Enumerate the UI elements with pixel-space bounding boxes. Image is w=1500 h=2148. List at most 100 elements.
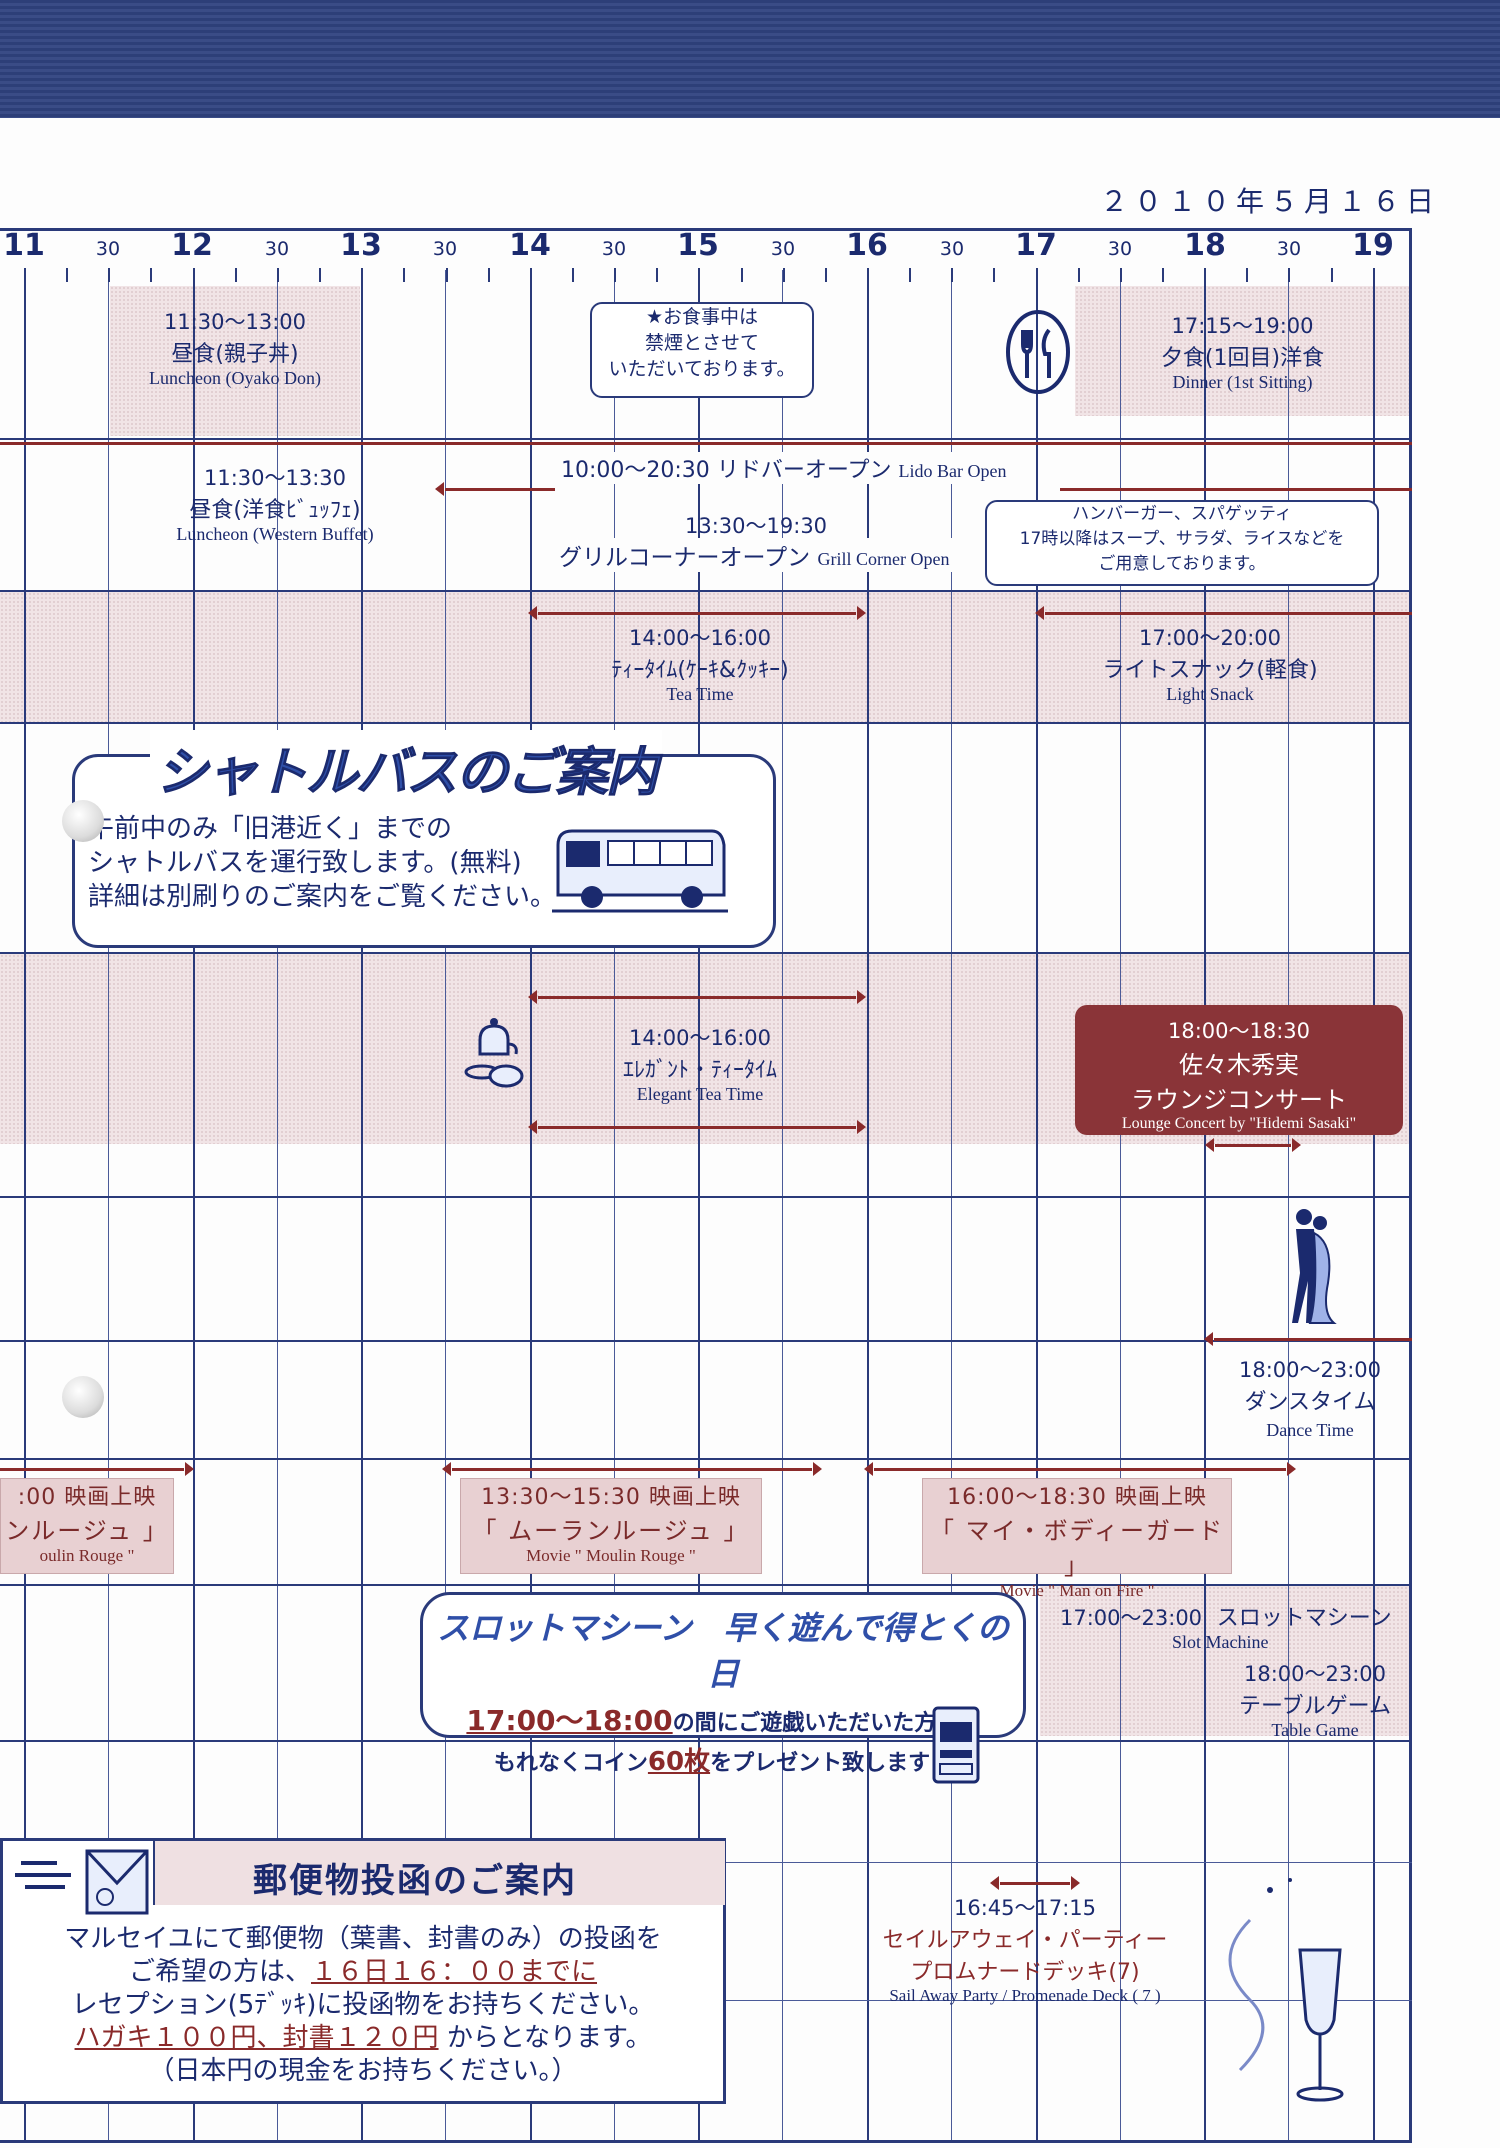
time-tick — [1331, 268, 1333, 282]
event-title-en: Light Snack — [1166, 684, 1254, 704]
grid-hour-line — [1204, 270, 1206, 2140]
event-tea-time: 14:00〜16:00 ﾃｨｰﾀｲﾑ(ｹｰｷ&ｸｯｷｰ) Tea Time — [530, 622, 870, 705]
event-title-en: Elegant Tea Time — [636, 1084, 764, 1104]
time-tick — [1120, 268, 1122, 282]
slot-machine-icon — [932, 1706, 980, 1784]
grid-hour-line — [1036, 270, 1038, 2140]
event-title-jp: 昼食(洋食ﾋﾞｭｯﾌｪ) — [189, 498, 361, 523]
time-tick — [656, 268, 658, 282]
shade-lunch — [110, 286, 360, 436]
event-light-snack: 17:00〜20:00 ライトスナック(軽食) Light Snack — [1060, 622, 1360, 705]
row-divider — [0, 1740, 1412, 1742]
event-title-jp: リドバーオープン — [716, 458, 892, 483]
event-title-en: Table Game — [1271, 1720, 1359, 1740]
slot-promo-text: もれなくコイン — [493, 1751, 648, 1776]
time-tick — [993, 268, 995, 282]
event-title-en: Lounge Concert by "Hidemi Sasaki" — [1121, 1115, 1357, 1132]
event-time: 14:00〜16:00 — [628, 626, 772, 650]
half-hour-label: 30 — [601, 238, 627, 260]
time-tick — [403, 268, 405, 282]
lido-bar-arrow — [1060, 488, 1412, 491]
event-lunch-buffet: 11:30〜13:30 昼食(洋食ﾋﾞｭｯﾌｪ) Luncheon (Weste… — [140, 462, 410, 545]
event-time: 18:00〜23:00 — [1243, 1662, 1387, 1686]
mail-info-box: 郵便物投函のご案内 マルセイユにて郵便物（葉書、封書のみ）の投函を ご希望の方は… — [0, 1838, 726, 2104]
grid-half-hour-line — [782, 270, 783, 2140]
movie2-span — [442, 1462, 822, 1476]
event-dinner: 17:15〜19:00 夕食(1回目)洋食 Dinner (1st Sittin… — [1075, 310, 1410, 393]
grid-half-hour-line — [614, 270, 615, 2140]
light-snack-span — [1035, 606, 1412, 620]
mail-line: ハガキ１００円、封書１２０円 からとなります。 — [3, 2022, 723, 2055]
time-tick — [319, 268, 321, 282]
time-tick — [361, 268, 363, 282]
note-line: ハンバーガー、スパゲッティ — [1072, 504, 1292, 524]
time-tick — [235, 268, 237, 282]
event-title-jp: 夕食(1回目)洋食 — [1160, 346, 1325, 371]
event-title-jp: ｴﾚｶﾞﾝﾄ・ﾃｨｰﾀｲﾑ — [622, 1058, 777, 1083]
shuttle-title: シャトルバスのご案内 — [150, 730, 663, 805]
mail-line: （日本円の現金をお持ちください。） — [148, 2056, 578, 2086]
shuttle-line: 午前中のみ「旧港近く」までの — [88, 814, 453, 844]
event-title-jp: グリルコーナーオープン — [559, 545, 811, 571]
hour-13: 13 — [340, 228, 382, 263]
movie3-span — [864, 1462, 1296, 1476]
event-time: 18:00〜18:30 — [1167, 1019, 1311, 1043]
note-line: いただいております。 — [608, 358, 796, 380]
event-slot-machine: 17:00〜23:00 スロットマシーン — [1060, 1600, 1392, 1632]
lido-bar-arrow — [435, 482, 555, 496]
time-tick — [277, 268, 279, 282]
event-movie-1: :00 映画上映 ンルージュ 」 oulin Rouge " — [0, 1478, 174, 1574]
schedule-date: ２０１０年５月１６日 — [1100, 185, 1441, 218]
event-title-jp: テーブルゲーム — [1238, 1694, 1392, 1719]
half-hour-label: 30 — [770, 238, 796, 260]
event-time: 11:30〜13:00 — [163, 310, 307, 334]
hour-18: 18 — [1184, 228, 1226, 263]
time-tick — [150, 268, 152, 282]
event-lunch-oyako: 11:30〜13:00 昼食(親子丼) Luncheon (Oyako Don) — [110, 306, 360, 389]
half-hour-label: 30 — [1107, 238, 1133, 260]
event-dance-time: 18:00〜23:00 ダンスタイム Dance Time — [1215, 1354, 1405, 1441]
time-tick — [108, 268, 110, 282]
hour-16: 16 — [846, 228, 888, 263]
concert-span — [1205, 1138, 1301, 1152]
event-time: 18:00〜23:00 — [1238, 1358, 1382, 1382]
time-tick — [66, 268, 68, 282]
mail-line: ご希望の方は、１６日１６：００までに — [3, 1956, 723, 1989]
shade-slot — [1040, 1586, 1412, 1736]
note-line: 禁煙とさせて — [644, 332, 759, 354]
event-time: :00 映画上映 — [17, 1485, 157, 1510]
time-tick — [1288, 268, 1290, 282]
half-hour-label: 30 — [432, 238, 458, 260]
header-band — [0, 0, 1500, 118]
shuttle-line: 詳細は別刷りのご案内をご覧ください。 — [88, 882, 557, 912]
dancers-icon — [1292, 1209, 1337, 1324]
event-title-en: Movie " Moulin Rouge " — [526, 1546, 696, 1565]
envelope-icon — [15, 1849, 149, 1915]
hour-12: 12 — [171, 228, 213, 263]
mail-line: マルセイユにて郵便物（葉書、封書のみ）の投函を — [64, 1924, 662, 1954]
event-time: 13:30〜15:30 映画上映 — [481, 1485, 741, 1510]
dance-span — [1204, 1332, 1412, 1346]
champagne-icon — [1228, 1878, 1344, 2102]
shuttle-line: シャトルバスを運行致します。(無料) — [88, 848, 522, 878]
event-lido-bar: 10:00〜20:30 リドバーオープン Lido Bar Open — [555, 452, 1013, 484]
mail-text-part: からとなります。 — [438, 2023, 652, 2053]
slot-promo-bubble: スロットマシーン 早く遊んで得とくの日 17:00〜18:00の間にご遊戯いただ… — [420, 1592, 1026, 1777]
grid-hour-line — [867, 270, 869, 2140]
time-tick — [783, 268, 785, 282]
time-tick — [193, 268, 195, 282]
punch-hole — [62, 1376, 104, 1418]
event-location: プロムナードデッキ(7) — [910, 1960, 1140, 1985]
half-hour-label: 30 — [264, 238, 290, 260]
time-tick — [1162, 268, 1164, 282]
time-tick — [1204, 268, 1206, 282]
time-tick — [1246, 268, 1248, 282]
mail-deadline: １６日１６：００までに — [311, 1957, 598, 1987]
event-title-jp: 「 ムーランルージュ 」 — [472, 1517, 750, 1545]
mail-line: レセプション(5ﾃﾞｯｷ)に投函物をお持ちください。 — [71, 1990, 655, 2020]
time-tick — [741, 268, 743, 282]
event-title-jp: ダンスタイム — [1244, 1390, 1376, 1415]
slot-promo-line1: 17:00〜18:00の間にご遊戯いただいた方に、 — [423, 1699, 1023, 1739]
event-time: 16:45〜17:15 — [953, 1896, 1097, 1920]
concert-performer: 佐々木秀実 — [1179, 1051, 1299, 1079]
